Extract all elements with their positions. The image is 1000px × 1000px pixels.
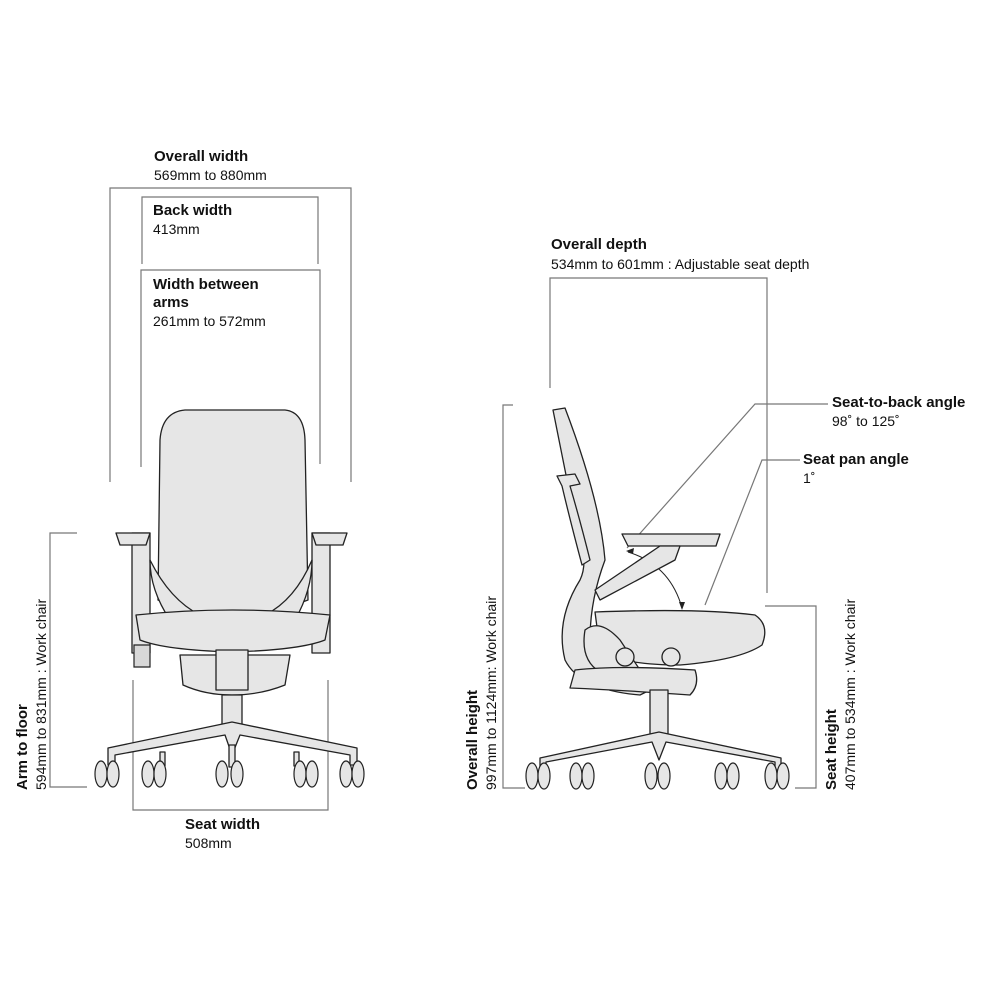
seat-pan-leader — [704, 459, 800, 606]
overall-width-title: Overall width — [154, 148, 249, 165]
angle-arrow-head-bottom — [679, 602, 685, 610]
overall-width-value: 569mm to 880mm — [154, 167, 267, 183]
seat-to-back-leader — [626, 403, 828, 549]
back-width-bracket — [141, 196, 319, 264]
width-between-arms-value: 261mm to 572mm — [153, 313, 266, 329]
overall-height-value: 997mm to 1124mm: Work chair — [483, 596, 499, 790]
seat-height-title: Seat height — [823, 709, 840, 790]
seat-width-title: Seat width — [185, 816, 261, 833]
angle-arrow-head-top — [626, 548, 634, 554]
arm-to-floor-bracket — [49, 532, 87, 788]
back-width-title: Back width — [153, 202, 233, 219]
arm-to-floor-value: 594mm to 831mm : Work chair — [33, 598, 49, 790]
angle-arrow — [627, 551, 683, 609]
width-between-arms-title-2: arms — [153, 294, 189, 311]
width-between-arms-title-1: Width between — [153, 276, 259, 293]
seat-height-value: 407mm to 534mm : Work chair — [842, 598, 858, 790]
seat-to-back-angle-value: 98˚ to 125˚ — [832, 413, 900, 429]
seat-to-back-angle-title: Seat-to-back angle — [832, 394, 966, 411]
seat-height-bracket — [765, 605, 817, 789]
seat-width-value: 508mm — [185, 835, 232, 851]
seat-pan-angle-value: 1˚ — [803, 470, 816, 486]
width-between-arms-bracket — [140, 269, 321, 467]
front-chair — [94, 409, 365, 788]
overall-depth-value: 534mm to 601mm : Adjustable seat depth — [551, 256, 810, 272]
side-chair — [525, 407, 790, 790]
seat-pan-angle-title: Seat pan angle — [803, 451, 909, 468]
overall-width-bracket — [109, 187, 352, 482]
arm-to-floor-title: Arm to floor — [14, 704, 31, 790]
overall-depth-bracket — [549, 277, 768, 593]
overall-height-title: Overall height — [464, 689, 481, 790]
overall-height-bracket — [502, 404, 525, 789]
back-width-value: 413mm — [153, 221, 200, 237]
overall-depth-title: Overall depth — [551, 236, 647, 253]
